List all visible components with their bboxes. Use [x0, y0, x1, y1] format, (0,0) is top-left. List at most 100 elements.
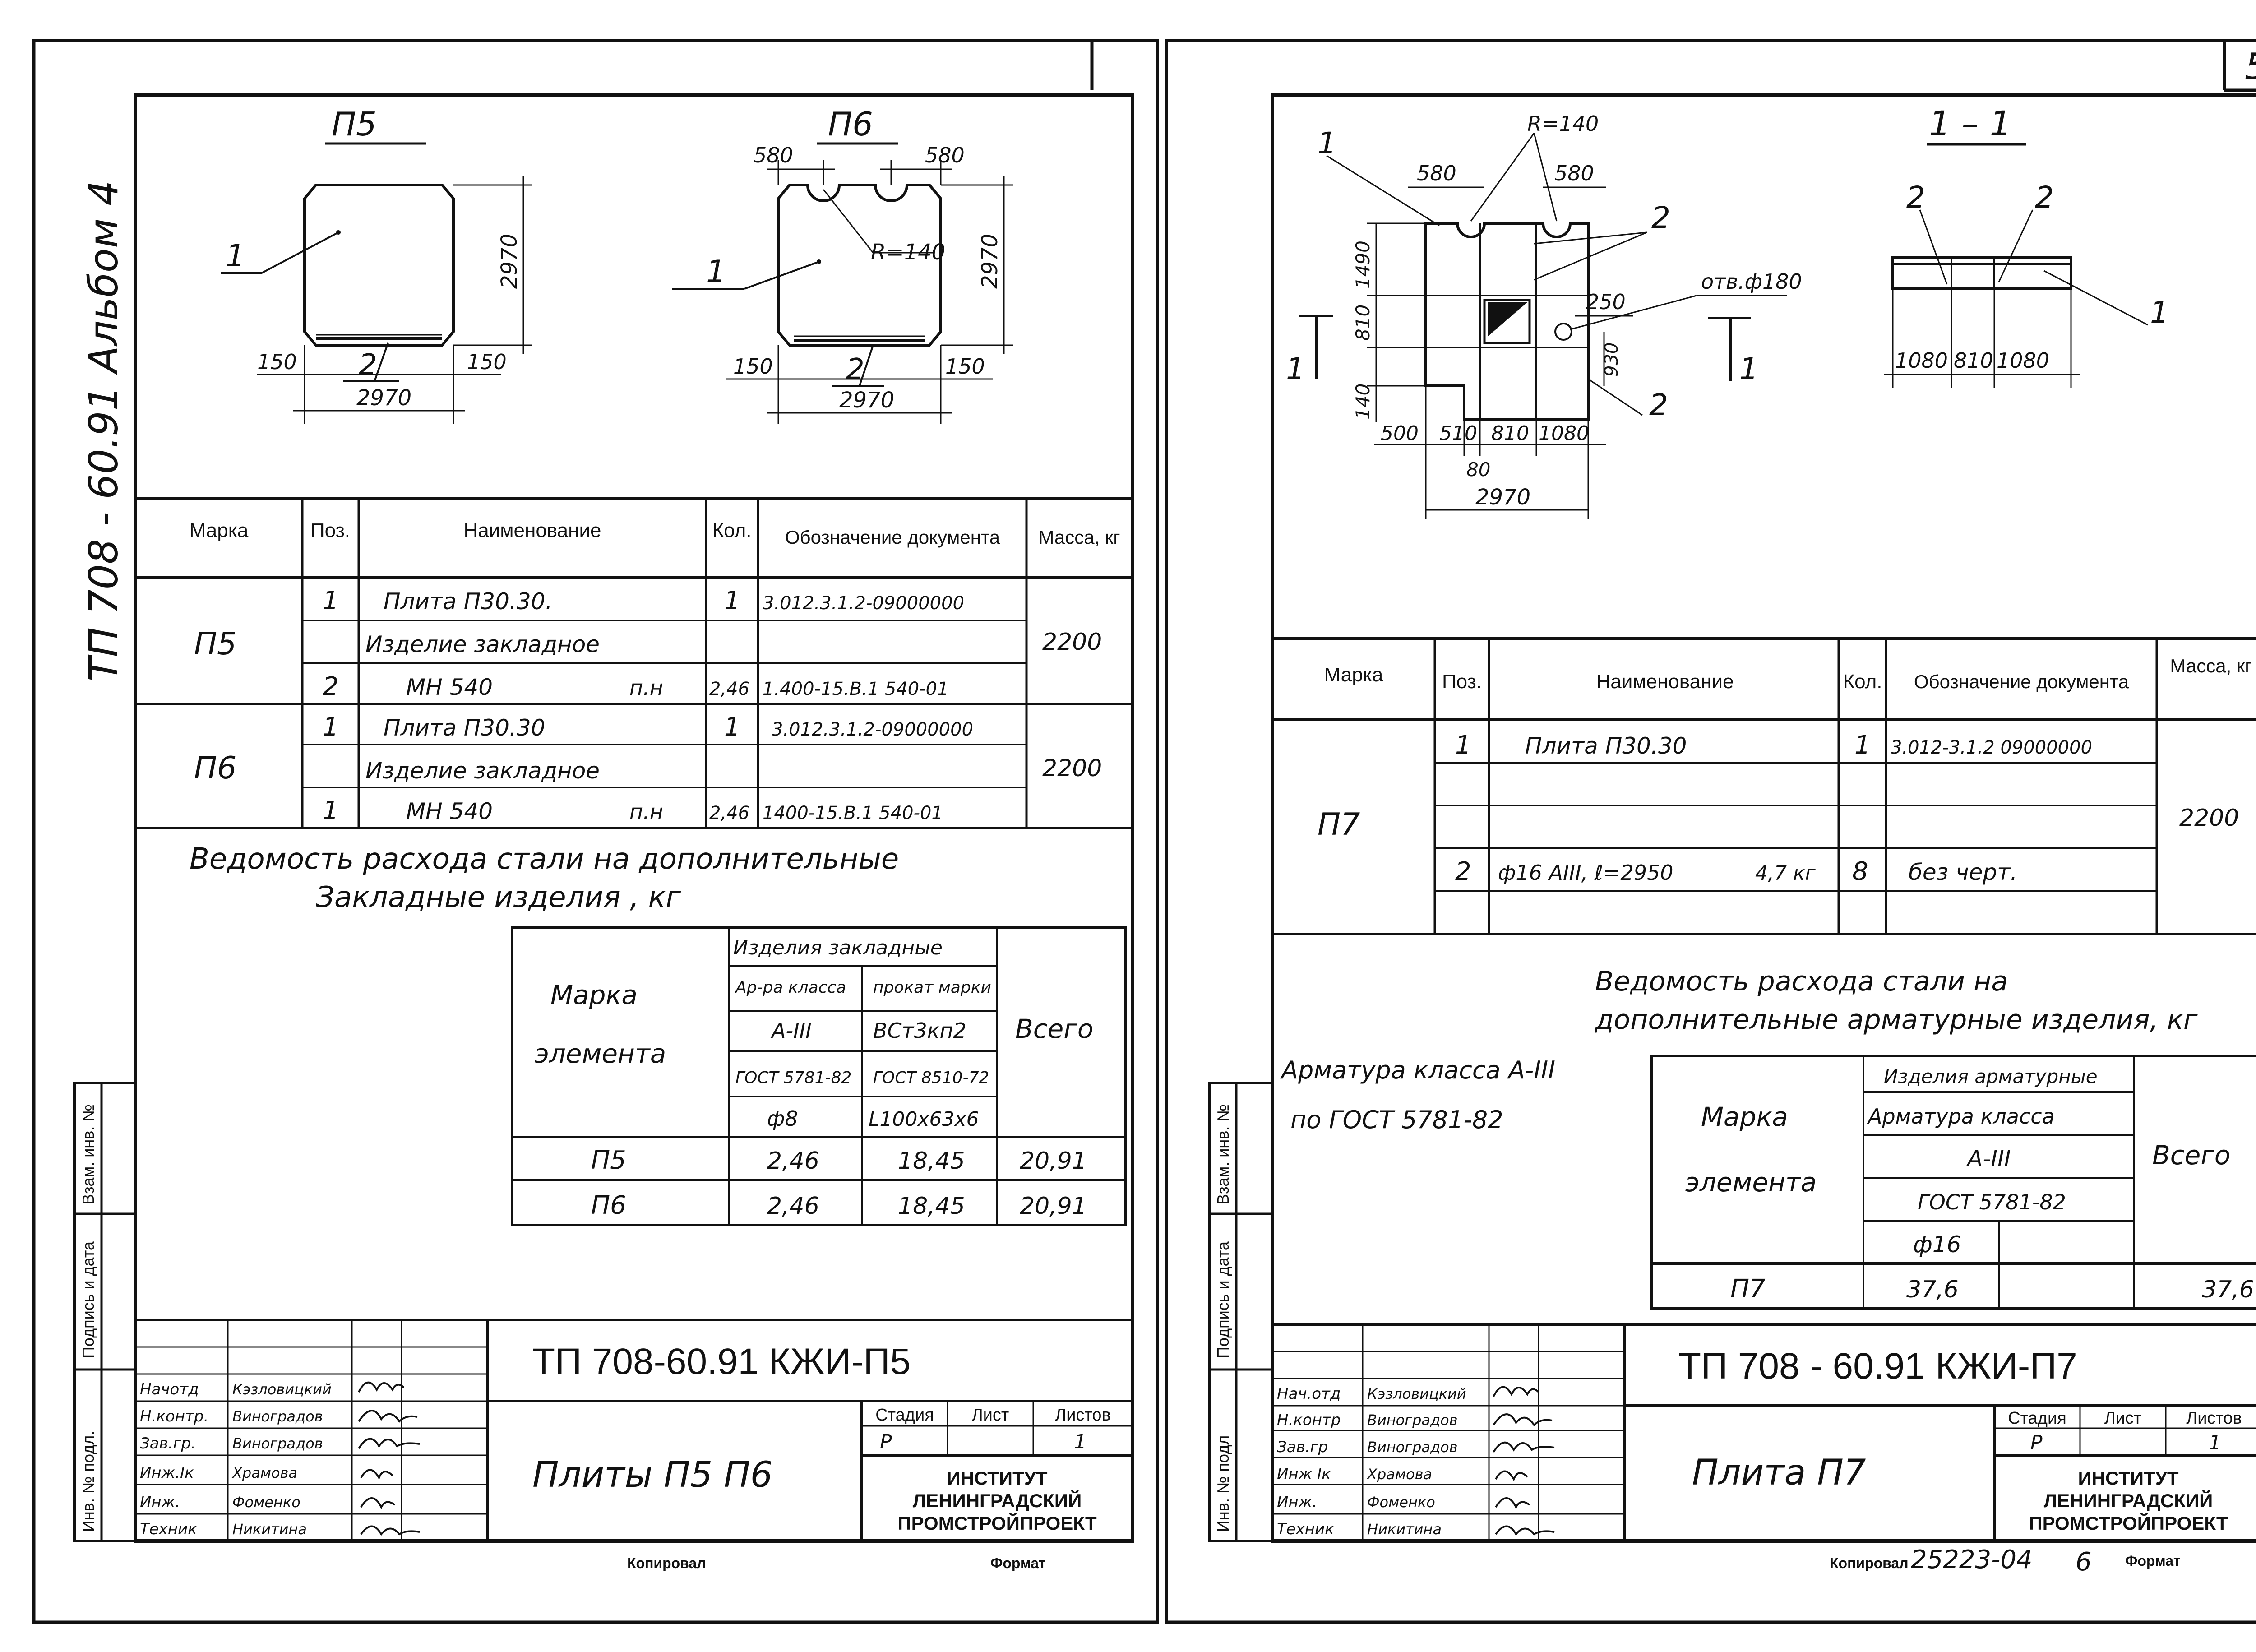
th-mark-1: Марка	[550, 980, 638, 1010]
dim-150-right: 150	[945, 354, 985, 379]
leader-line	[1326, 155, 1440, 227]
role: Н.контр	[1277, 1411, 1341, 1429]
right-spec-table: Марка Поз. Наименование Кол. Обозначение…	[1272, 637, 2256, 935]
doc: 1400-15.В.1 540-01	[763, 803, 943, 824]
pos: 1	[323, 586, 339, 615]
radius-label: R=140	[1527, 111, 1599, 136]
dim-2970-vert: 2970	[497, 234, 522, 289]
kopiroval-label: Копировал	[1830, 1555, 1909, 1571]
role: Техник	[1277, 1520, 1334, 1538]
sheet-header: Лист	[972, 1406, 1009, 1425]
sheets-value: 1	[2209, 1431, 2221, 1454]
signatures	[358, 1381, 420, 1536]
dim-80: 80	[1466, 458, 1490, 481]
note-line1: Арматура класса A-III	[1280, 1056, 1555, 1084]
th-total: Всего	[1015, 1013, 1093, 1044]
th-qty: Кол.	[712, 519, 751, 541]
outer-frames	[32, 39, 2256, 1624]
plate-outline	[1424, 222, 1590, 421]
role: Инж Iк	[1277, 1465, 1331, 1483]
left-steel-table: Марка элемента Изделия закладные Ар-ра к…	[511, 926, 1127, 1226]
callout-1: 1	[706, 254, 726, 290]
doc-code: ТП 708-60.91 КЖИ-П5	[532, 1341, 911, 1382]
qty: 1	[724, 713, 740, 742]
doc: 1.400-15.В.1 540-01	[763, 679, 949, 699]
th-total: Всего	[2152, 1140, 2230, 1171]
callout-2: 2	[1649, 388, 1668, 422]
left-spec-table: Марка Поз. Наименование Кол. Обозначение…	[135, 497, 1133, 829]
stamp-vzam-inv: Взам. инв. №	[1214, 1104, 1232, 1205]
stage-header: Стадия	[875, 1406, 934, 1425]
section-outline	[1891, 256, 2072, 290]
name: Плита П30.30.	[384, 588, 552, 615]
mass-p7: 2200	[2179, 805, 2239, 832]
row-a: 2,46	[767, 1148, 819, 1175]
qty: 8	[1852, 857, 1868, 886]
dim-810: 810	[1954, 348, 1993, 373]
left-side-stamp: Взам. инв. № Подпись и дата Инв. № подл.	[73, 1082, 137, 1542]
steel-title-line1: Ведомость расхода стали на	[1595, 966, 2008, 997]
th-c: ГОСТ 5781-82	[1918, 1190, 2066, 1214]
plate-outline	[303, 184, 455, 347]
leader-line	[1919, 209, 1948, 285]
dim-580-left: 580	[1417, 161, 1456, 185]
section-title-p5: П5	[332, 105, 377, 143]
person: Храмова	[231, 1464, 297, 1481]
name: ф16 AIII, ℓ=2950	[1498, 861, 1674, 885]
role: Техник	[140, 1520, 197, 1538]
role: Начотд	[140, 1380, 199, 1398]
row-total: 20,91	[1020, 1148, 1087, 1175]
row-b: 18,45	[898, 1193, 965, 1220]
row-a: 37,6	[1906, 1276, 1959, 1303]
dim-810: 810	[1491, 422, 1529, 445]
role: Нач.отд	[1277, 1385, 1341, 1403]
stamp-inv-podl: Инв. № подл.	[79, 1431, 97, 1532]
person: Кэзловицкий	[1367, 1385, 1466, 1402]
format-label: Формат	[990, 1555, 1046, 1571]
pos: 1	[323, 713, 339, 742]
stage-header: Стадия	[2008, 1409, 2066, 1428]
leader-line	[859, 345, 874, 386]
left-sheet: ТП 708 - 60.91 Альбом 4 Взам. инв. № Под…	[73, 93, 1134, 1571]
opening	[1483, 299, 1531, 344]
doc: 3.012.3.1.2-09000000	[763, 593, 964, 614]
dim-1080-right: 1080	[1997, 348, 2049, 373]
org-line: ПРОМСТРОЙПРОЕКТ	[897, 1512, 1097, 1534]
name-suffix: п.н	[629, 676, 663, 700]
qty: 1	[1854, 731, 1871, 760]
row-mark: П5	[591, 1146, 626, 1175]
th-col2-d: L100х63х6	[869, 1108, 979, 1131]
hole-label: отв.ф180	[1701, 269, 1802, 294]
th-qty: Кол.	[1843, 671, 1882, 693]
th-mark-1: Марка	[1701, 1101, 1788, 1132]
stamp-podpis-data: Подпись и дата	[1214, 1241, 1232, 1358]
page-number: 5	[2245, 46, 2256, 88]
th-mass: Масса, кг	[2170, 655, 2251, 676]
album-label: ТП 708 - 60.91 Альбом 4	[80, 180, 127, 681]
row-mark: П6	[591, 1191, 626, 1220]
th-mass: Масса, кг	[1038, 527, 1120, 548]
th-col2-b: ВСт3кп2	[873, 1018, 966, 1043]
signatures	[1493, 1386, 1555, 1536]
callout-1: 1	[2150, 295, 2169, 330]
pos: 2	[1455, 857, 1471, 886]
leader-line	[1534, 231, 1647, 245]
dim-2970: 2970	[1475, 485, 1530, 510]
role: Инж.	[1277, 1493, 1317, 1511]
name: Плита П30.30	[384, 715, 545, 741]
th-name: Наименование	[1596, 671, 1734, 693]
copy-number: 25223-04	[1911, 1545, 2033, 1574]
person: Виноградов	[1367, 1411, 1458, 1429]
note-line2: по ГОСТ 5781-82	[1290, 1106, 1503, 1134]
callout-1: 1	[226, 238, 245, 274]
mark-p6: П6	[194, 750, 236, 786]
qty: 2,46	[709, 679, 749, 699]
mark-p7: П7	[1318, 807, 1360, 842]
person: Виноградов	[1367, 1439, 1458, 1456]
right-side-stamp: Взам. инв. № Подпись и дата Инв. № подл	[1208, 1082, 1274, 1542]
callout-2: 2	[1906, 180, 1925, 215]
dim-150-left: 150	[733, 354, 773, 379]
row-total: 20,91	[1020, 1193, 1087, 1220]
dim-250: 250	[1586, 290, 1626, 314]
